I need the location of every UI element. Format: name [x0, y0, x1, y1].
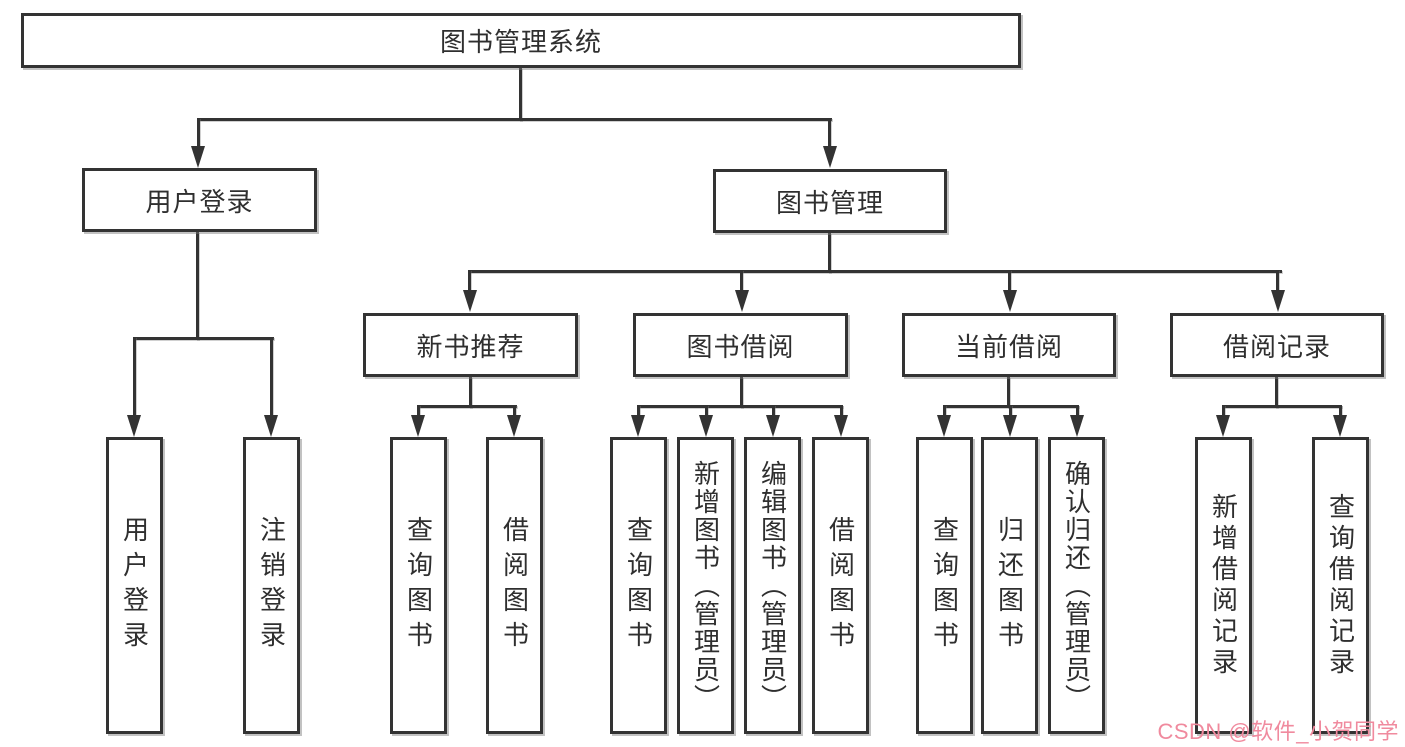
connector-line: [197, 118, 832, 121]
arrow-down-icon: [264, 415, 278, 437]
connector-line: [469, 377, 472, 408]
connector-line: [513, 405, 516, 417]
leaf-query-books-recommend: 查询图书: [390, 437, 447, 734]
arrow-down-icon: [1216, 415, 1230, 437]
node-label: 新书推荐: [416, 331, 525, 362]
connector-line: [828, 118, 831, 150]
connector-line: [1007, 377, 1010, 408]
arrow-down-icon: [834, 415, 848, 437]
leaf-query-books-current: 查询图书: [916, 437, 973, 734]
leaf-user-login: 用户登录: [106, 437, 163, 734]
connector-line: [468, 270, 471, 294]
connector-line: [772, 405, 775, 417]
connector-line: [1276, 270, 1279, 294]
arrow-down-icon: [735, 290, 749, 312]
connector-line: [196, 232, 199, 340]
leaf-label: 新增图书（管理员）: [690, 459, 721, 712]
node-library-system: 图书管理系统: [21, 13, 1021, 68]
node-borrow-records: 借阅记录: [1170, 313, 1384, 377]
leaf-label: 编辑图书（管理员）: [757, 459, 788, 712]
arrow-down-icon: [823, 146, 837, 168]
arrow-down-icon: [631, 415, 645, 437]
leaf-label: 确认归还（管理员）: [1061, 459, 1092, 712]
connector-line: [133, 337, 136, 417]
leaf-label: 新增借阅记录: [1208, 492, 1239, 679]
connector-line: [468, 270, 1282, 273]
connector-line: [1222, 405, 1225, 417]
arrow-down-icon: [411, 415, 425, 437]
connector-line: [1009, 405, 1012, 417]
node-label: 用户登录: [145, 186, 254, 217]
connector-line: [133, 337, 274, 340]
connector-line: [1222, 405, 1342, 408]
arrow-down-icon: [1333, 415, 1347, 437]
arrow-down-icon: [127, 415, 141, 437]
leaf-edit-books-admin: 编辑图书（管理员）: [744, 437, 801, 734]
arrow-down-icon: [507, 415, 521, 437]
connector-line: [740, 270, 743, 294]
connector-line: [840, 405, 843, 417]
connector-line: [417, 405, 517, 408]
connector-line: [705, 405, 708, 417]
connector-line: [637, 405, 640, 417]
connector-line: [740, 377, 743, 408]
arrow-down-icon: [1070, 415, 1084, 437]
connector-line: [943, 405, 946, 417]
leaf-add-books-admin: 新增图书（管理员）: [677, 437, 734, 734]
leaf-label: 用户登录: [119, 515, 150, 656]
arrow-down-icon: [191, 146, 205, 168]
node-book-management: 图书管理: [713, 169, 947, 233]
arrow-down-icon: [1003, 290, 1017, 312]
node-label: 当前借阅: [954, 331, 1063, 362]
node-label: 图书管理系统: [439, 27, 602, 57]
leaf-label: 借阅图书: [499, 515, 530, 656]
connector-line: [637, 405, 843, 408]
leaf-query-books-borrow: 查询图书: [610, 437, 667, 734]
leaf-return-books: 归还图书: [981, 437, 1038, 734]
connector-line: [1076, 405, 1079, 417]
connector-line: [270, 337, 273, 417]
leaf-borrow-books-recommend: 借阅图书: [486, 437, 543, 734]
leaf-logout: 注销登录: [243, 437, 300, 734]
node-book-borrowing: 图书借阅: [633, 313, 848, 377]
arrow-down-icon: [1003, 415, 1017, 437]
leaf-label: 注销登录: [256, 515, 287, 656]
arrow-down-icon: [766, 415, 780, 437]
arrow-down-icon: [463, 290, 477, 312]
leaf-label: 查询图书: [623, 515, 654, 656]
connector-line: [1275, 377, 1278, 408]
node-label: 图书借阅: [686, 331, 795, 362]
leaf-add-borrow-record: 新增借阅记录: [1195, 437, 1252, 734]
node-label: 图书管理: [775, 187, 884, 218]
leaf-label: 借阅图书: [825, 515, 856, 656]
node-new-book-recommend: 新书推荐: [363, 313, 578, 377]
arrow-down-icon: [1271, 290, 1285, 312]
connector-line: [1008, 270, 1011, 294]
leaf-label: 查询图书: [929, 515, 960, 656]
connector-line: [1339, 405, 1342, 417]
node-user-login: 用户登录: [82, 168, 317, 232]
leaf-confirm-return-admin: 确认归还（管理员）: [1048, 437, 1105, 734]
leaf-borrow-books: 借阅图书: [812, 437, 869, 734]
arrow-down-icon: [699, 415, 713, 437]
connector-line: [828, 233, 831, 273]
leaf-query-borrow-record: 查询借阅记录: [1312, 437, 1369, 734]
node-current-borrowing: 当前借阅: [902, 313, 1116, 377]
connector-line: [197, 118, 200, 150]
arrow-down-icon: [937, 415, 951, 437]
leaf-label: 查询借阅记录: [1325, 492, 1356, 679]
connector-line: [519, 68, 522, 121]
connector-line: [417, 405, 420, 417]
node-label: 借阅记录: [1222, 331, 1331, 362]
leaf-label: 归还图书: [994, 515, 1025, 656]
csdn-watermark: CSDN @软件_小贺同学: [1157, 719, 1399, 744]
leaf-label: 查询图书: [403, 515, 434, 656]
